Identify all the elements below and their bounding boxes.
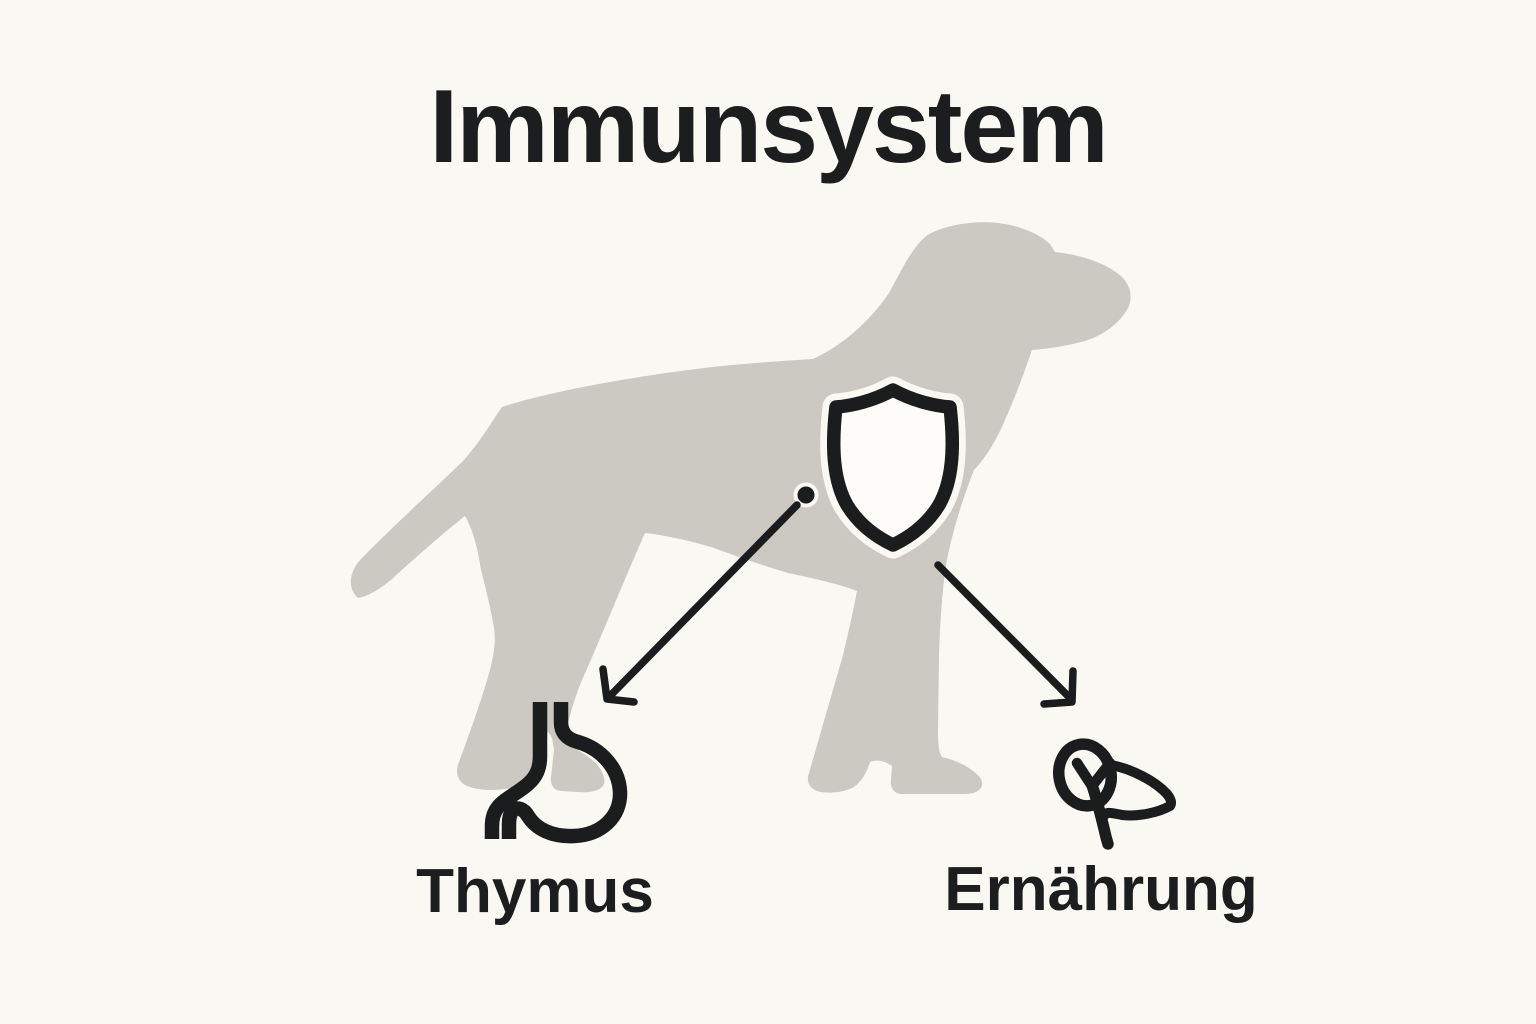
stomach-icon	[484, 702, 628, 844]
callout-dot	[793, 482, 819, 508]
arrowhead-left	[599, 665, 638, 706]
shield-icon	[820, 376, 966, 559]
arrow-to-ernaehrung	[934, 561, 1077, 708]
page-title: Immunsystem	[429, 69, 1108, 185]
arrowhead-right	[1040, 667, 1077, 708]
dog-silhouette	[350, 222, 1131, 794]
plant-sprout-icon	[1053, 738, 1176, 850]
long-leaf	[1099, 760, 1176, 821]
arrow-to-thymus	[599, 501, 801, 706]
thymus-label: Thymus	[416, 857, 654, 926]
ernaehrung-label: Ernährung	[944, 855, 1258, 924]
